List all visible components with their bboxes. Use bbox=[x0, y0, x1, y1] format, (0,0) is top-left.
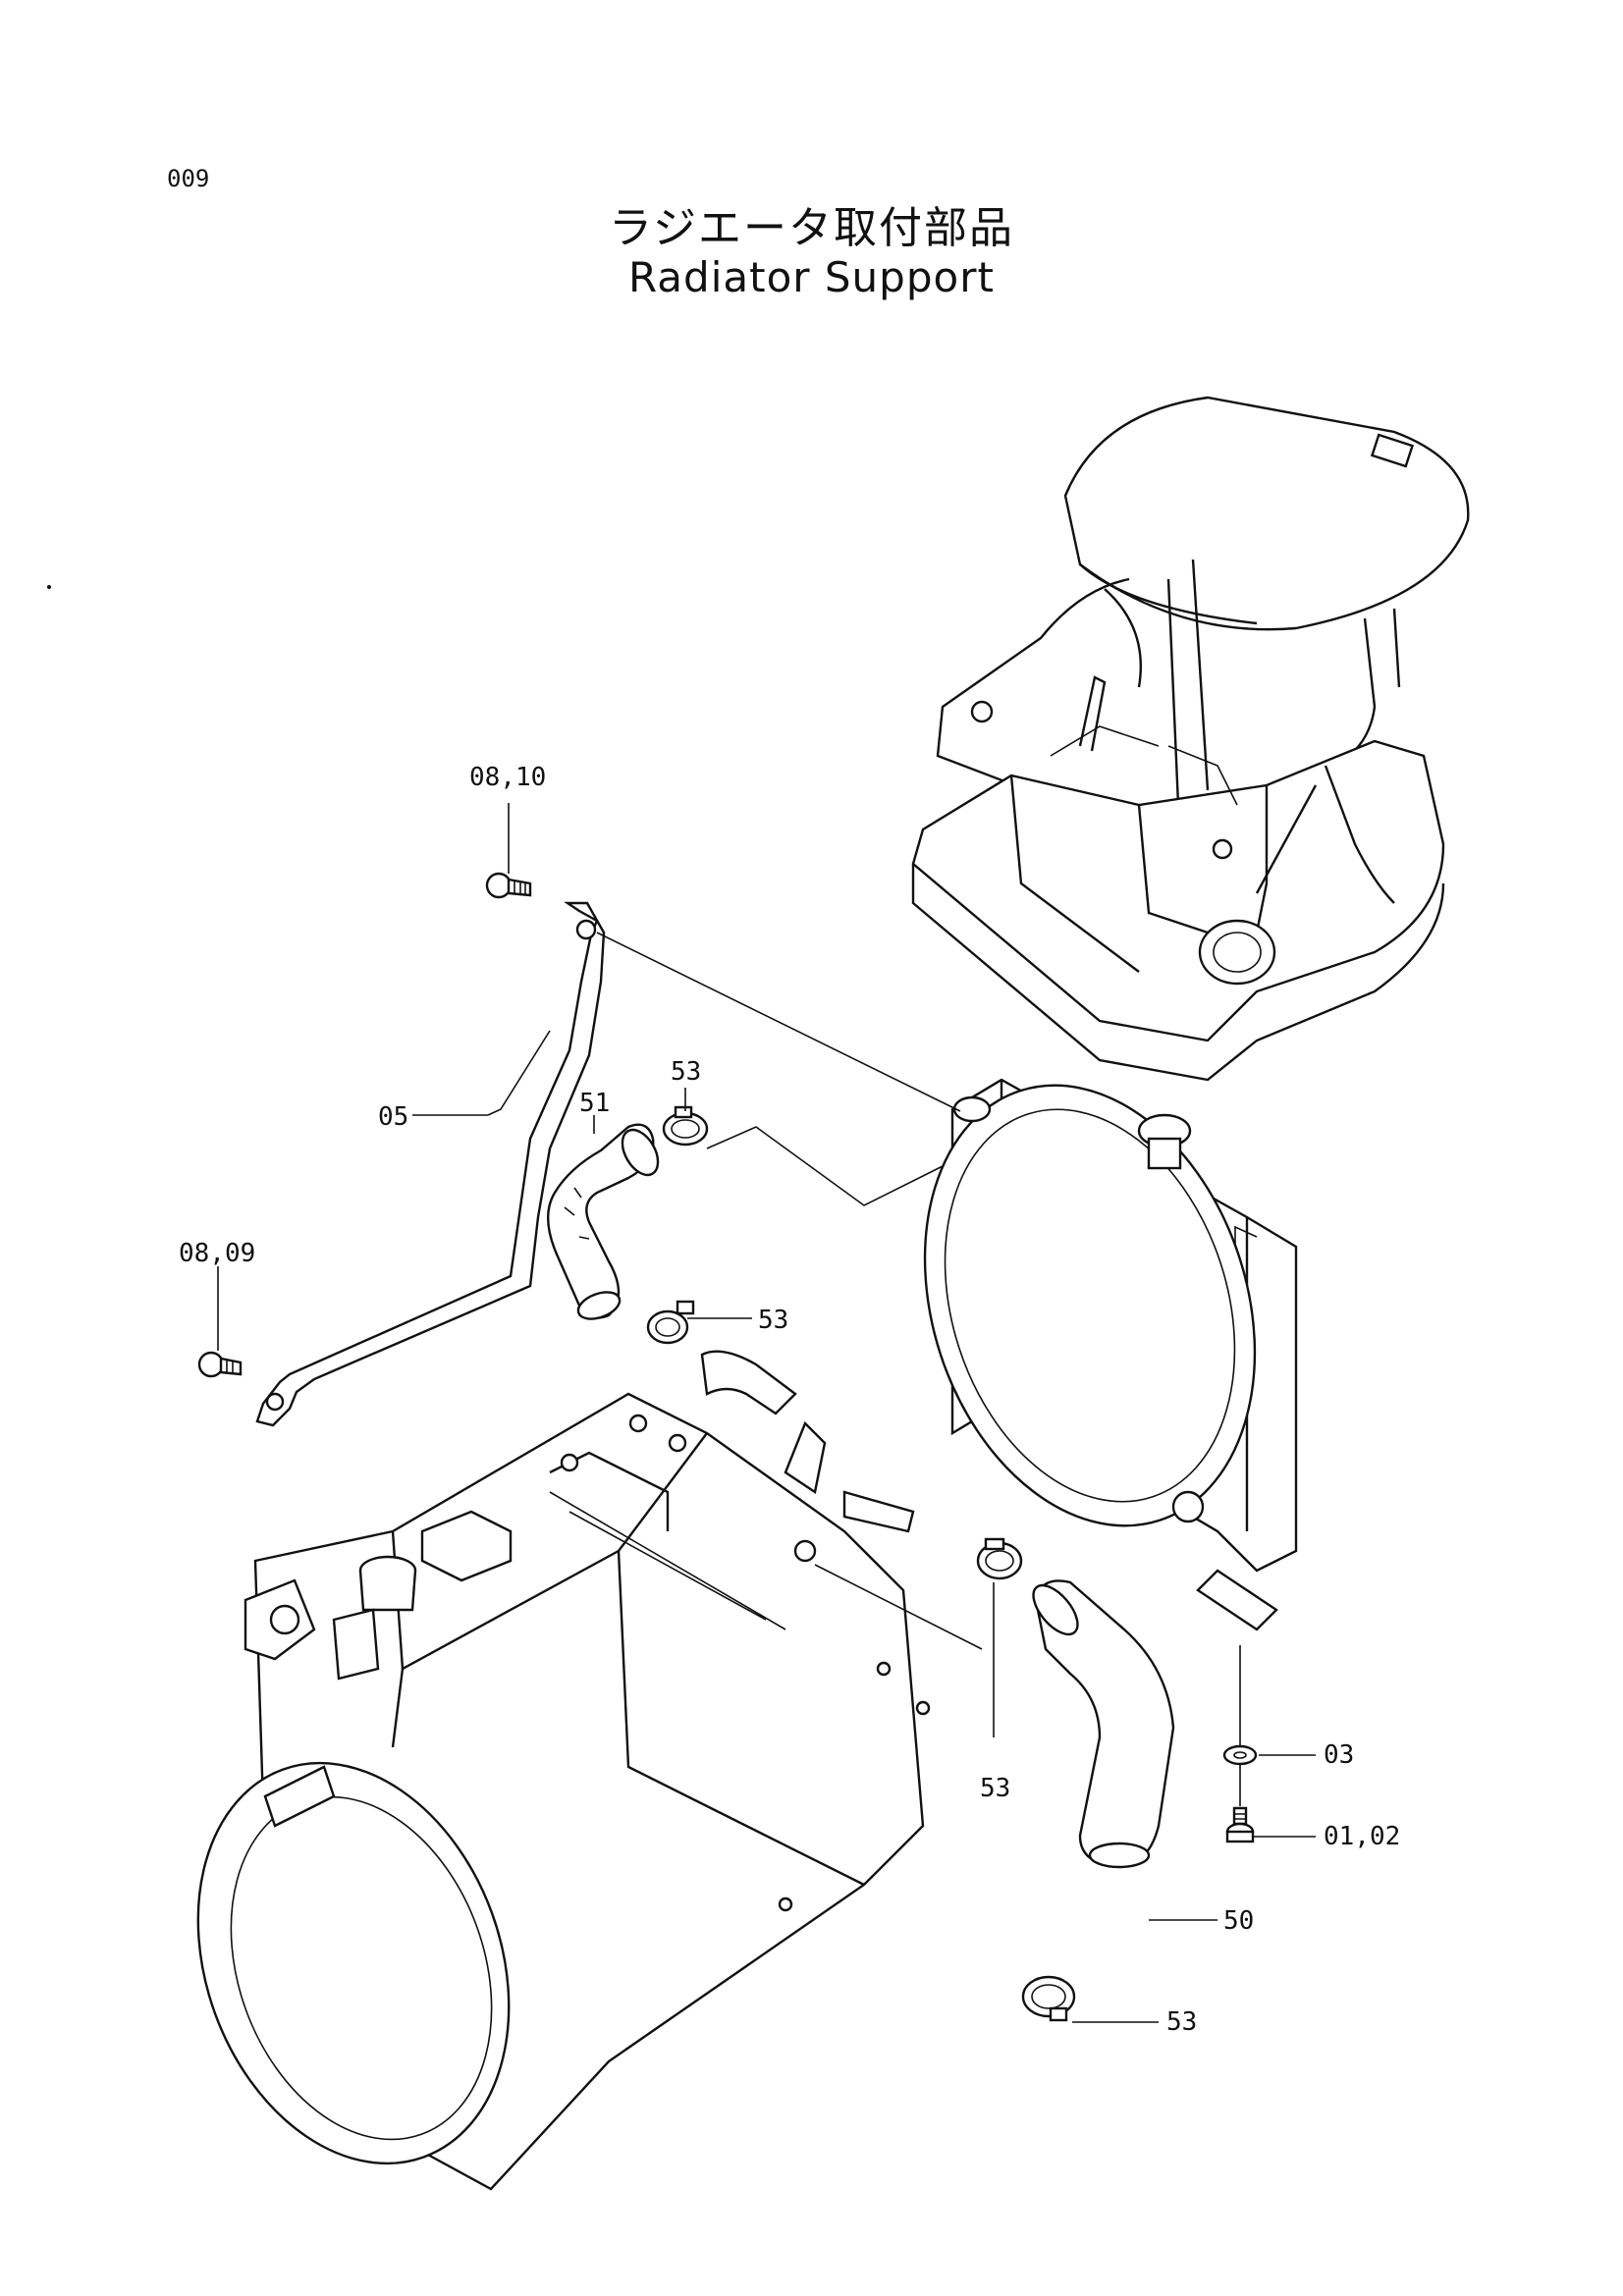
callout-53-top: 53 bbox=[671, 1057, 701, 1087]
hose-clamp-mid bbox=[646, 1300, 695, 1345]
hose-clamp-low bbox=[976, 1537, 1023, 1580]
callout-01-02: 01,02 bbox=[1324, 1822, 1400, 1851]
hose-clamp-bottom bbox=[1021, 1975, 1076, 2022]
leader-lines bbox=[217, 803, 1316, 2023]
radiator bbox=[923, 1078, 1298, 1631]
callout-50: 50 bbox=[1223, 1906, 1254, 1936]
upper-hose bbox=[546, 1123, 660, 1320]
callout-05: 05 bbox=[378, 1102, 408, 1132]
callout-51: 51 bbox=[579, 1089, 610, 1118]
page-title-japanese: ラジエータ取付部品 bbox=[608, 203, 1015, 253]
hose-clamp-top bbox=[662, 1105, 709, 1147]
callout-03: 03 bbox=[1324, 1740, 1354, 1770]
bolt-08-10 bbox=[485, 872, 532, 899]
callout-53-mid: 53 bbox=[758, 1306, 788, 1335]
washer-03 bbox=[1222, 1744, 1258, 1766]
bolt-08-09 bbox=[197, 1351, 243, 1378]
callout-53-low: 53 bbox=[980, 1774, 1010, 1803]
bolt-01-02 bbox=[1225, 1806, 1255, 1843]
margin-mark bbox=[47, 585, 51, 589]
page-number: 009 bbox=[167, 165, 210, 192]
engine bbox=[196, 1350, 931, 2191]
lower-hose bbox=[1032, 1579, 1175, 1869]
callout-53-bottom: 53 bbox=[1166, 2007, 1197, 2037]
callout-08-10: 08,10 bbox=[469, 763, 546, 792]
page-title-english: Radiator Support bbox=[628, 253, 995, 301]
machine-overview-illustration bbox=[911, 396, 1470, 1082]
callout-08-09: 08,09 bbox=[179, 1239, 255, 1268]
radiator-stay-bar bbox=[255, 901, 606, 1427]
